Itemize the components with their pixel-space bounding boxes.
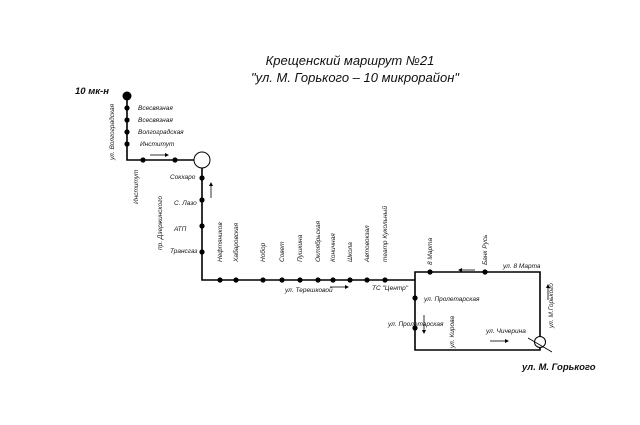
stop-vseobshaya2-label: Всесвязная [138,117,173,124]
map-title-line1: Крещенский маршрут №21 [266,53,435,68]
end-terminal-label: ул. М. Горького [521,362,596,373]
direction-arrowhead-march8 [458,268,462,272]
stop-neftyanikov-label: Нефтяников [217,222,224,262]
street-m-gorkogo-label: ул. М.Горького [548,283,555,329]
stop-tc-centr-label: ТС "Центр" [372,285,409,292]
street-dzerzhinskogo-label: пр. Дзержинского [157,196,164,250]
end-terminal-circle [534,336,546,348]
street-kirova-label: ул. Кирова [449,316,456,349]
stop-atp-dot [199,223,205,229]
stop-neftyanikov-dot [217,277,223,283]
street-tereshkovoy-label: ул. Терешковой [284,286,333,294]
stop-transgaz-dot [199,249,205,255]
stop-khabarovskaya-dot [233,277,239,283]
street-march8-label: ул. 8 Марта [502,263,541,270]
stop-avtovokzal-dot [364,277,370,283]
direction-arrowhead-middle [209,182,213,186]
street-institut-label: Институт [133,169,140,204]
stop-s-lazo-dot [199,197,205,203]
direction-arrowhead-gorkogo [546,284,550,288]
stop-pushkina-label: Пушкина [297,234,304,262]
stop-bank-rus-dot [482,269,488,275]
start-terminal-label: 10 мк-н [75,86,109,97]
direction-arrowhead-bottom [345,285,349,289]
stop-sovet-dot [279,277,285,283]
stop-teatr-label: театр Кукольный [381,206,389,262]
stop-sokhara-label: Сокхаро [170,174,196,181]
stop-volgogradskaya-label: Волгоградская [138,128,184,136]
stop-avtovokzal-label: Автовокзал [364,225,371,263]
stop-upper-2-dot [172,157,178,163]
stop-bank-rus-label: Банк Русь [482,234,489,265]
direction-arrowhead-kirova [422,330,426,334]
direction-arrowhead-upper [165,153,169,157]
stop-nobor-label: Нобор [259,242,267,262]
street-proletarskaya-bottom-label: ул. Пролетарская [387,321,444,328]
stop-proletarskaya-top-dot [412,295,418,301]
stop-oktyabrskaya-dot [315,277,321,283]
route-line [126,96,541,351]
end-terminal-arrow [527,337,553,353]
stop-shkola-dot [347,277,353,283]
stop-march8-label: 8 Марта [427,238,434,265]
stop-nobor-dot [260,277,266,283]
stop-vseobshaya1-label: Всесвязная [138,105,173,112]
stop-sovet-label: Совет [279,241,286,262]
stop-konechna-label: Коничная [330,233,337,262]
stop-khabarovskaya-label: Хабаровская [232,222,240,263]
stop-teatr-dot [382,277,388,283]
stop-konechna-dot [330,277,336,283]
street-proletarskaya-top-label: ул. Пролетарская [423,296,480,303]
stop-march8-dot [427,269,433,275]
street-chicherina-label: ул. Чичерина [485,328,526,335]
stop-sokhara-dot [199,175,205,181]
stop-shkola-label: Школа [347,242,354,262]
stop-vseobshaya2-dot [124,117,130,123]
stop-oktyabrskaya-label: Октябрьская [314,220,322,262]
stop-upper-1-dot [140,157,146,163]
stop-transgaz-label: Трансгаз [170,248,197,255]
transfer-circle-upper [193,151,211,169]
stop-s-lazo-label: С. Лазо [174,200,197,207]
stop-volgogradskaya-dot [124,129,130,135]
stop-institut-dot [124,141,130,147]
stop-institut-label: Институт [140,141,175,148]
stop-pushkina-dot [297,277,303,283]
stop-proletarskaya-bottom-dot [412,325,418,331]
direction-arrowhead-chicherina [505,339,509,343]
stop-vseobshaya1-dot [124,105,130,111]
map-title-line2: "ул. М. Горького – 10 микрорайон" [251,70,460,85]
street-volgogradskaya-label: ул. Волгоградская [108,103,116,161]
stop-atp-label: АТП [173,226,187,233]
